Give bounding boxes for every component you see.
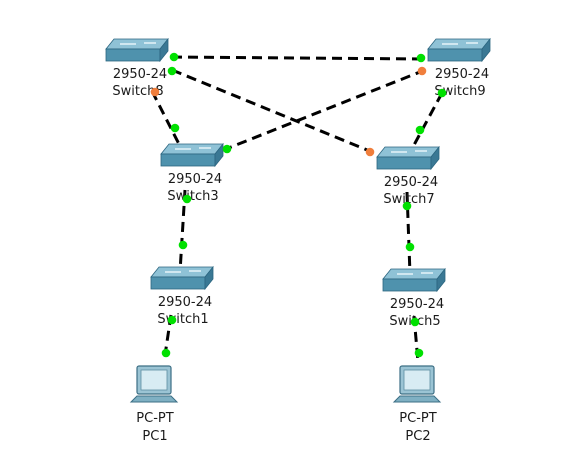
devices-layer: 2950-24Switch82950-24Switch92950-24Switc… <box>105 37 491 444</box>
port-indicator-sw9-up <box>437 88 447 98</box>
device-name-label: Switch7 <box>383 192 434 207</box>
switch-top-face <box>376 146 440 158</box>
port-indicator-sw7-up <box>415 125 425 135</box>
port-indicator-sw1-up <box>178 240 188 250</box>
switch-front-face <box>105 48 161 62</box>
port-indicator-sw1-up <box>167 315 177 325</box>
port-indicator-pc1-up <box>161 348 171 358</box>
device-model-label: 2950-24 <box>168 172 222 187</box>
port-indicator-sw9-up <box>416 53 426 63</box>
device-name-label: PC1 <box>142 429 167 444</box>
switch-front-face <box>160 153 216 167</box>
link-sw9-sw3[interactable] <box>225 68 426 151</box>
link-sw7-sw5[interactable] <box>405 191 412 275</box>
device-name-label: Switch8 <box>112 84 163 99</box>
port-indicator-pc2-up <box>414 348 424 358</box>
port-indicator-sw5-up <box>410 317 420 327</box>
switch-side-face <box>436 267 446 293</box>
switch-top-face <box>160 143 224 155</box>
switch-arrows-icon <box>175 147 211 150</box>
ports-layer <box>150 52 447 358</box>
switch-arrows-icon <box>442 42 478 45</box>
port-indicator-sw3-up <box>182 194 192 204</box>
device-model-label: 2950-24 <box>384 175 438 190</box>
switch-side-face <box>159 37 169 63</box>
device-model-label: PC-PT <box>136 411 173 426</box>
device-model-label: 2950-24 <box>113 67 167 82</box>
switch-top-face <box>105 38 169 50</box>
link-sw3-sw1[interactable] <box>178 189 187 273</box>
switch-front-face <box>427 48 483 62</box>
port-indicator-sw8-up <box>169 52 179 62</box>
link-sw8-sw9[interactable] <box>171 55 423 61</box>
switch-side-face <box>430 145 440 171</box>
link-sw8-sw3[interactable] <box>150 90 184 151</box>
device-name-label: PC2 <box>405 429 430 444</box>
switch-side-face <box>481 37 491 63</box>
device-name-label: Switch3 <box>167 189 218 204</box>
port-indicator-sw7-up <box>402 201 412 211</box>
pc-screen <box>140 369 168 391</box>
switch-arrows-icon <box>397 272 433 275</box>
switch-arrows-icon <box>120 42 156 45</box>
switch-side-face <box>214 142 224 168</box>
pc-pc2[interactable]: PC-PT PC2 <box>392 365 442 444</box>
port-indicator-sw9-blocking <box>417 66 427 76</box>
pc-keyboard-icon <box>129 395 179 403</box>
device-name-label: Switch1 <box>157 312 208 327</box>
link-sw8-sw7[interactable] <box>171 68 373 154</box>
port-indicator-sw3-up <box>222 144 232 154</box>
link-sw9-sw7[interactable] <box>412 92 444 146</box>
device-model-label: 2950-24 <box>158 295 212 310</box>
device-model-label: 2950-24 <box>435 67 489 82</box>
switch-top-face <box>427 38 491 50</box>
switch-top-face <box>150 266 214 278</box>
port-indicator-sw7-blocking <box>365 147 375 157</box>
device-model-label: 2950-24 <box>390 297 444 312</box>
switch-top-face <box>382 268 446 280</box>
switch-side-face <box>204 265 214 291</box>
switch-front-face <box>376 156 432 170</box>
switch-arrows-icon <box>165 270 201 273</box>
device-name-label: Switch9 <box>434 84 485 99</box>
pc-keyboard-icon <box>392 395 442 403</box>
switch-arrows-icon <box>391 150 427 153</box>
port-indicator-sw8-up <box>167 66 177 76</box>
switch-front-face <box>382 278 438 292</box>
port-indicator-sw3-up <box>170 123 180 133</box>
pc-screen <box>403 369 431 391</box>
device-model-label: PC-PT <box>399 411 436 426</box>
pc-pc1[interactable]: PC-PT PC1 <box>129 365 179 444</box>
port-indicator-sw8-blocking <box>150 87 160 97</box>
port-indicator-sw5-up <box>405 242 415 252</box>
switch-front-face <box>150 276 206 290</box>
